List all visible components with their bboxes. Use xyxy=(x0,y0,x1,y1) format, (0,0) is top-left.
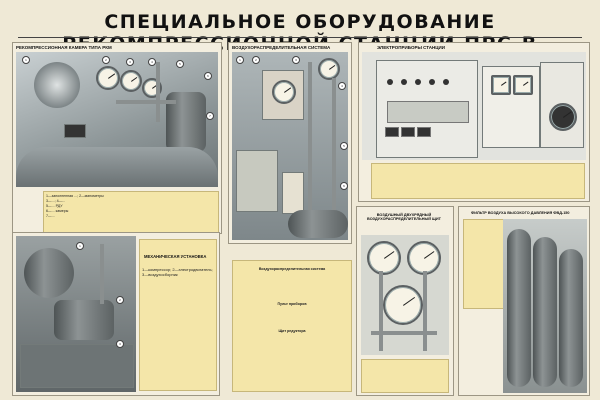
callout-1: 1 xyxy=(22,56,30,64)
electric-motor-icon xyxy=(54,300,114,340)
pipe xyxy=(423,271,427,351)
panel-shield-title: ВОЗДУШНЫЙ ДВУХРЯДНЫЙ ВОЗДУХОРАСПРЕДЕЛИТЕ… xyxy=(367,213,441,221)
legend-line: 1—заполненная ...; 2—манометры xyxy=(46,194,104,198)
frame-icon xyxy=(20,344,134,388)
callout-6: 6 xyxy=(340,182,348,190)
chamber-legend: 1—заполненная ...; 2—манометры 3—...; 4—… xyxy=(43,191,219,235)
callout-5: 5 xyxy=(340,142,348,150)
pipe xyxy=(100,244,104,304)
callout-2: 2 xyxy=(116,296,124,304)
scheme-legend: Воздухораспределительная система Пульт п… xyxy=(232,260,352,392)
panel-distribution-title: ВОЗДУХОРАСПРЕДЕЛИТЕЛЬНАЯ СИСТЕМА xyxy=(232,45,331,50)
instruments-legend xyxy=(371,163,585,199)
scheme-legend-title: Воздухораспределительная система xyxy=(258,267,326,271)
pressure-gauge-icon xyxy=(367,241,401,275)
callout-7: 7 xyxy=(206,112,214,120)
chamber-hatch-icon xyxy=(34,62,80,108)
pipe xyxy=(156,62,160,122)
chamber-illustration: 1 2 3 4 5 6 7 xyxy=(16,52,218,187)
filter-legend xyxy=(463,219,505,309)
callout-5: 5 xyxy=(176,60,184,68)
push-button-icon xyxy=(417,127,431,137)
mechanical-legend: МЕХАНИЧЕСКАЯ УСТАНОВКА 1—компрессор; 2—э… xyxy=(139,239,217,391)
pipe xyxy=(332,78,336,228)
callout-3: 3 xyxy=(116,340,124,348)
mechanical-illustration: 1 2 3 xyxy=(16,236,136,392)
instrument-cabinet-icon xyxy=(482,66,540,148)
control-cabinet-icon xyxy=(540,62,584,148)
callout-3: 3 xyxy=(292,56,300,64)
chamber-nameplate xyxy=(64,124,86,138)
shield-legend xyxy=(361,359,449,393)
scheme-legend-subtitle: Щит редуктора xyxy=(278,329,306,333)
callout-1: 1 xyxy=(76,242,84,250)
meter-icon xyxy=(513,75,533,95)
filter-illustration xyxy=(503,219,587,393)
pressure-gauge-icon xyxy=(383,285,423,325)
panel-instruments-title: ЭЛЕКТРОПРИБОРЫ СТАНЦИИ xyxy=(377,45,445,50)
callout-6: 6 xyxy=(204,72,212,80)
pressure-gauge-icon xyxy=(318,58,340,80)
pressure-gauge-icon xyxy=(120,70,142,92)
pipe xyxy=(308,62,312,232)
handwheel-icon xyxy=(549,103,577,131)
panel-mechanical: 1 2 3 МЕХАНИЧЕСКАЯ УСТАНОВКА 1—компрессо… xyxy=(12,232,220,396)
panel-chamber: РЕКОМПРЕССИОННАЯ КАМЕРА ТИПА РКМ 1 2 3 4… xyxy=(12,42,222,235)
filter-cylinder-icon xyxy=(533,237,557,387)
panel-distribution: ВОЗДУХОРАСПРЕДЕЛИТЕЛЬНАЯ СИСТЕМА 1 2 3 4… xyxy=(228,42,352,244)
meter-icon xyxy=(491,75,511,95)
legend-line: 5—... РДУ xyxy=(46,204,63,208)
pipe xyxy=(371,331,437,335)
callout-1: 1 xyxy=(236,56,244,64)
legend-line: 6—... камеры xyxy=(46,209,69,213)
push-button-icon xyxy=(401,127,415,137)
push-button-icon xyxy=(385,127,399,137)
callout-4: 4 xyxy=(338,82,346,90)
panel-shield: ВОЗДУШНЫЙ ДВУХРЯДНЫЙ ВОЗДУХОРАСПРЕДЕЛИТЕ… xyxy=(356,206,454,396)
pressure-gauge-icon xyxy=(96,66,120,90)
valve-block-icon xyxy=(236,150,278,212)
callout-2: 2 xyxy=(102,56,110,64)
title-divider xyxy=(18,37,582,38)
mechanical-legend-text: 1—компрессор; 2—электродвигатель; 3—возд… xyxy=(142,267,213,277)
callout-3: 3 xyxy=(126,58,134,66)
scheme-legend-subtitle: Пульт приборов xyxy=(277,302,307,306)
switchboard-icon xyxy=(376,60,478,158)
panel-chamber-title: РЕКОМПРЕССИОННАЯ КАМЕРА ТИПА РКМ xyxy=(16,45,112,50)
callout-2: 2 xyxy=(252,56,260,64)
filter-block-icon xyxy=(282,172,304,214)
switch-knob-icon xyxy=(401,79,407,85)
legend-line: 7—... xyxy=(46,214,55,218)
air-receiver-icon xyxy=(288,210,348,238)
panel-filter: ФИЛЬТР ВОЗДУХА ВЫСОКОГО ДАВЛЕНИЯ ФВД-150 xyxy=(458,206,590,396)
switch-knob-icon xyxy=(387,79,393,85)
meter-display-icon xyxy=(387,101,469,123)
instruments-illustration xyxy=(362,52,586,160)
panel-mechanical-title: МЕХАНИЧЕСКАЯ УСТАНОВКА xyxy=(144,254,207,259)
compressor-icon xyxy=(24,248,74,298)
switch-knob-icon xyxy=(429,79,435,85)
pressure-gauge-icon xyxy=(272,80,296,104)
panel-instruments: ЭЛЕКТРОПРИБОРЫ СТАНЦИИ xyxy=(358,42,590,202)
chamber-body-icon xyxy=(16,147,218,187)
filter-cylinder-icon xyxy=(559,249,583,387)
switch-knob-icon xyxy=(415,79,421,85)
panel-filter-title: ФИЛЬТР ВОЗДУХА ВЫСОКОГО ДАВЛЕНИЯ ФВД-150 xyxy=(471,211,570,215)
pressure-gauge-icon xyxy=(407,241,441,275)
pipe xyxy=(116,100,176,104)
switch-knob-icon xyxy=(443,79,449,85)
callout-4: 4 xyxy=(148,58,156,66)
filter-cylinder-icon xyxy=(507,229,531,387)
legend-line: 3—...; 4—... xyxy=(46,199,66,203)
shield-illustration xyxy=(361,235,449,355)
distribution-illustration: 1 2 3 4 5 6 xyxy=(232,52,348,240)
pipe xyxy=(379,271,383,351)
